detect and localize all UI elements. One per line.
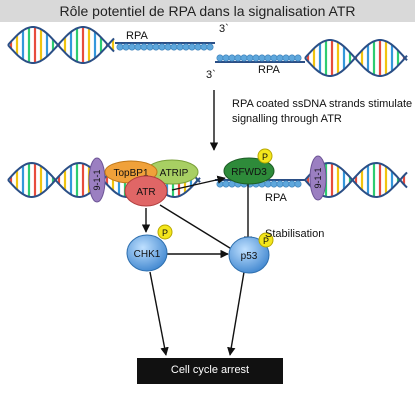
- rpa-bead: [146, 43, 154, 51]
- rpa-bead: [194, 43, 202, 51]
- chk1-phospho-label: P: [162, 228, 168, 238]
- rpa-bead: [182, 43, 190, 51]
- rpa-bead: [206, 43, 214, 51]
- chk1-phospho: P: [157, 224, 173, 240]
- rpa-bead: [188, 43, 196, 51]
- rpa-bead: [200, 43, 208, 51]
- p53-label: p53: [241, 251, 258, 262]
- rpa-bead: [176, 43, 184, 51]
- rpa-bead: [264, 180, 272, 188]
- rpa-bead: [128, 43, 136, 51]
- rpa-bead: [294, 180, 302, 188]
- rfwd3-phospho-label: P: [262, 152, 268, 162]
- chk1-label: CHK1: [134, 249, 161, 260]
- p53-phospho: P: [258, 232, 274, 248]
- rpa-bead: [158, 43, 166, 51]
- dna-backbone: [7, 26, 115, 64]
- rpa-bead-row: [216, 180, 302, 188]
- strand-end-label-top: 3`: [219, 23, 229, 35]
- clamp-911-left-label: 9-1-1: [92, 169, 102, 190]
- rpa-bead-row: [216, 54, 302, 62]
- rpa-bead: [276, 180, 284, 188]
- rpa-bead: [216, 54, 224, 62]
- rpa-label-top-left: RPA: [126, 30, 148, 42]
- rpa-bead: [288, 54, 296, 62]
- rpa-label-top-right: RPA: [258, 64, 280, 76]
- rpa-ssdna-top-right: [215, 54, 305, 63]
- rpa-bead: [282, 54, 290, 62]
- arrow-atr-to-rfwd3: [171, 175, 226, 191]
- arrow-atr-to-p53: [159, 204, 239, 254]
- rpa-bead: [234, 54, 242, 62]
- rpa-bead: [276, 54, 284, 62]
- rpa-bead: [122, 43, 130, 51]
- clamp-911-left: 9-1-1: [88, 157, 106, 203]
- dna-helix-top-right: [304, 39, 408, 77]
- arrow-p53-to-arrest: [227, 271, 245, 356]
- rfwd3-phospho: P: [257, 148, 273, 164]
- rpa-bead: [228, 54, 236, 62]
- clamp-911-right-label: 9-1-1: [313, 167, 323, 188]
- rfwd3-node: RFWD3: [223, 157, 275, 185]
- strand-end-label-middle: 3`: [206, 69, 216, 81]
- pathway-caption: RPA coated ssDNA strands stimulate signa…: [232, 97, 412, 127]
- rpa-bead: [222, 180, 230, 188]
- rpa-bead: [270, 180, 278, 188]
- clamp-911-right: 9-1-1: [309, 155, 327, 201]
- rpa-label-lower: RPA: [265, 192, 287, 204]
- p53-node: p53: [228, 236, 270, 274]
- atr-label: ATR: [136, 187, 155, 198]
- rpa-bead: [134, 43, 142, 51]
- rpa-bead: [252, 54, 260, 62]
- chk1-node: CHK1: [126, 234, 168, 272]
- title-bar: [0, 0, 415, 22]
- dna-backbone: [7, 26, 115, 64]
- arrow-chk1-to-arrest: [149, 271, 169, 356]
- topbp1-label: TopBP1: [113, 168, 148, 179]
- atrip-label: ATRIP: [160, 168, 189, 179]
- rpa-bead: [152, 43, 160, 51]
- rpa-bead: [258, 54, 266, 62]
- rpa-bead: [288, 180, 296, 188]
- pathway-caption-line-1: RPA coated ssDNA strands stimulate: [232, 98, 413, 110]
- rpa-bead: [240, 54, 248, 62]
- rpa-bead: [170, 43, 178, 51]
- rpa-ssdna-top-left: [115, 42, 215, 51]
- rpa-bead: [116, 43, 124, 51]
- rpa-bead: [270, 54, 278, 62]
- rfwd3-label: RFWD3: [231, 167, 267, 178]
- rpa-bead: [282, 180, 290, 188]
- rpa-bead: [140, 43, 148, 51]
- dna-backbone: [304, 39, 408, 77]
- stabilisation-label: Stabilisation: [265, 228, 325, 240]
- rpa-bead: [222, 54, 230, 62]
- rpa-bead: [216, 180, 224, 188]
- rpa-bead: [164, 43, 172, 51]
- rpa-bead: [294, 54, 302, 62]
- atr-node: ATR: [124, 175, 168, 207]
- pathway-caption-line-2: signalling through ATR: [232, 113, 342, 125]
- p53-phospho-label: P: [263, 236, 269, 246]
- cell-cycle-arrest-label: Cell cycle arrest: [170, 364, 250, 376]
- dna-helix-top-left: [7, 26, 115, 64]
- cell-cycle-arrest-box: [137, 358, 283, 384]
- dna-backbone: [304, 39, 408, 77]
- figure-title: Rôle potentiel de RPA dans la signalisat…: [59, 3, 356, 19]
- rpa-bead: [264, 54, 272, 62]
- rpa-bead: [246, 54, 254, 62]
- rpa-bead-row: [116, 43, 214, 51]
